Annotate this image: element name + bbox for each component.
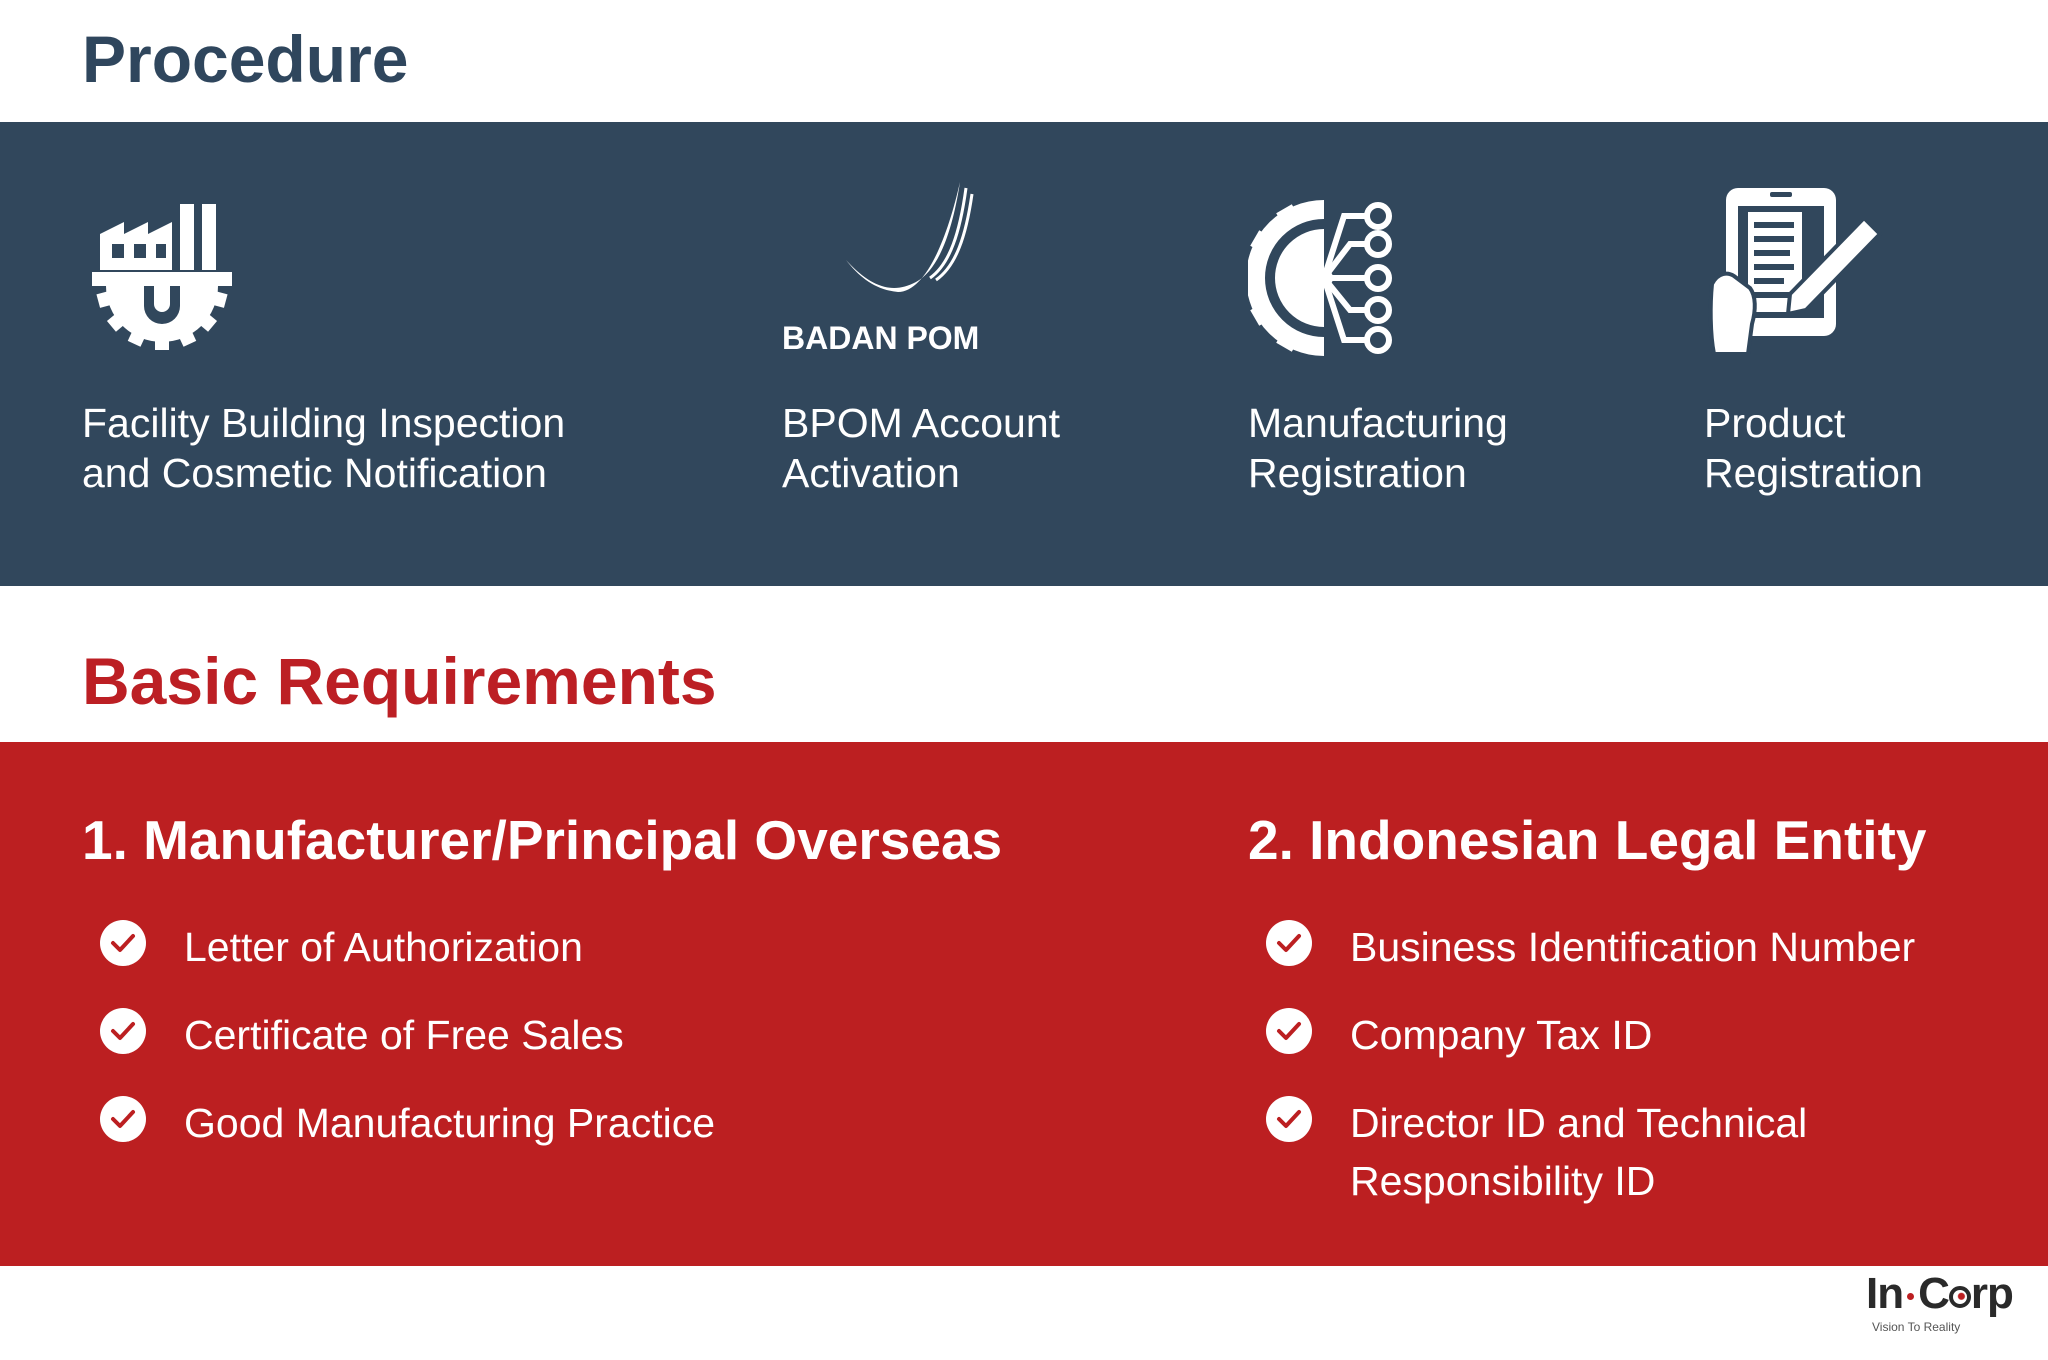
requirement-text: Letter of Authorization [184,924,583,970]
tablet-document-pen-icon [1708,188,1883,356]
check-circle-icon [100,920,146,966]
globe-icon [1948,1286,1971,1308]
procedure-band: Facility Building Inspection and Cosmeti… [0,122,2048,586]
step-label-line: Facility Building Inspection [82,400,566,446]
check-circle-icon [1266,1096,1312,1142]
step-label-line: Registration [1704,450,1923,496]
step-label-manufacturing: Manufacturing Registration [1248,398,1508,498]
requirement-text: Certificate of Free Sales [184,1012,624,1058]
requirements-band: 1. Manufacturer/Principal Overseas Lette… [0,742,2048,1266]
step-label-line: Manufacturing [1248,400,1508,446]
badan-pom-logo: BADAN POM [782,174,1022,364]
check-circle-icon [100,1008,146,1054]
step-label-line: Product [1704,400,1846,446]
requirement-text: Company Tax ID [1350,1012,1653,1058]
step-label-line: BPOM Account [782,400,1061,446]
check-circle-icon [1266,920,1312,966]
step-label-line: and Cosmetic Notification [82,450,547,496]
gear-network-icon [1248,200,1392,356]
requirement-text: Good Manufacturing Practice [184,1100,715,1146]
badan-pom-logo-text: BADAN POM [782,320,980,356]
check-circle-icon [1266,1008,1312,1054]
step-label-product: Product Registration [1704,398,1923,498]
logo-prefix: In [1866,1269,1904,1318]
requirement-text: Business Identification Number [1350,924,1916,970]
logo-tagline: Vision To Reality [1872,1320,1961,1334]
requirement-text: Director ID and Technical Responsibility… [1350,1094,1807,1210]
factory-gear-icon [92,204,232,350]
checkmark-swoosh-icon [846,182,974,292]
step-label-line: Activation [782,450,960,496]
check-circle-icon [100,1096,146,1142]
step-label-bpom: BPOM Account Activation [782,398,1060,498]
procedure-title: Procedure [82,22,409,96]
column-heading: 2. Indonesian Legal Entity [1248,809,1927,871]
requirement-text-line: Responsibility ID [1350,1158,1656,1204]
logo-suffix: C [1918,1269,1950,1318]
column-heading: 1. Manufacturer/Principal Overseas [82,809,1003,871]
step-label-facility: Facility Building Inspection and Cosmeti… [82,398,565,498]
logo-dot [1907,1293,1915,1300]
logo-end: rp [1970,1269,2014,1318]
requirement-text-line: Director ID and Technical [1350,1100,1808,1146]
requirements-title: Basic Requirements [82,644,717,718]
step-label-line: Registration [1248,450,1467,496]
